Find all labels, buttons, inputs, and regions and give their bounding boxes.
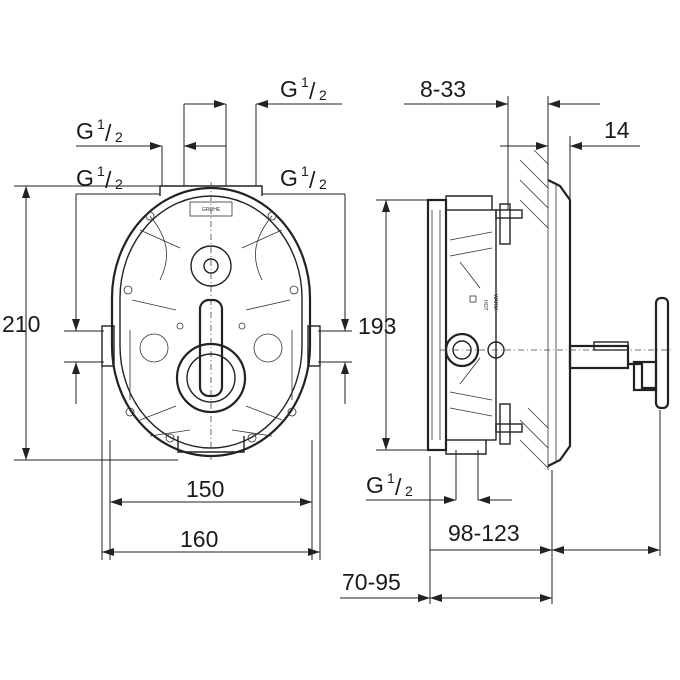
- front-view: GROHE: [101, 182, 321, 460]
- brand-plaque: [189, 201, 233, 217]
- thread-label-bottom: G 1 / 2: [366, 470, 413, 500]
- svg-text:2: 2: [319, 87, 327, 103]
- side-dimensions: 193 8-33 14 98-123: [340, 76, 661, 604]
- front-dimensions: 210 150: [2, 100, 352, 560]
- svg-text:1: 1: [97, 116, 105, 132]
- right-port: [253, 333, 283, 363]
- svg-text:/: /: [309, 78, 316, 104]
- svg-text:G: G: [280, 76, 298, 102]
- brand-label: GROHE: [202, 207, 221, 213]
- svg-text:/: /: [395, 474, 402, 500]
- svg-text:G: G: [280, 165, 298, 191]
- side-body: [426, 198, 448, 452]
- dim-210-label: 210: [2, 311, 40, 337]
- handle-neck: [628, 362, 656, 390]
- cartridge-inner: [186, 353, 236, 403]
- side-view: HOT WARM: [426, 149, 674, 470]
- svg-text:2: 2: [405, 483, 413, 499]
- hot-label: HOT: [482, 300, 488, 311]
- dim-98-123-label: 98-123: [448, 520, 520, 546]
- thread-label-left: G 1 / 2: [76, 163, 123, 193]
- internal-ribs: [123, 211, 299, 443]
- svg-text:/: /: [105, 120, 112, 146]
- side-body-frame: [445, 209, 497, 441]
- dim-70-95-label: 70-95: [342, 569, 401, 595]
- wall-section: [519, 149, 549, 470]
- svg-text:G: G: [76, 165, 94, 191]
- dim-8-33-label: 8-33: [420, 76, 466, 102]
- top-clip: [445, 195, 493, 210]
- svg-text:/: /: [309, 167, 316, 193]
- svg-text:1: 1: [301, 163, 309, 179]
- svg-text:1: 1: [97, 163, 105, 179]
- cover-plate: [547, 179, 572, 467]
- top-port-outer: [190, 245, 232, 287]
- handle-base: [568, 344, 630, 370]
- thread-label-top-right: G 1 / 2: [280, 74, 327, 104]
- svg-text:2: 2: [319, 176, 327, 192]
- top-port-inner: [203, 258, 219, 274]
- bottom-clip: [445, 440, 487, 455]
- warm-label: WARM: [492, 294, 498, 310]
- svg-text:2: 2: [115, 176, 123, 192]
- svg-text:1: 1: [301, 74, 309, 90]
- svg-text:/: /: [105, 167, 112, 193]
- side-ribs: [431, 210, 493, 440]
- left-side-boss: [101, 325, 115, 367]
- bottom-pin: [495, 423, 523, 433]
- svg-text:1: 1: [387, 470, 395, 486]
- cartridge-stem: [198, 298, 224, 398]
- top-pin: [495, 209, 523, 219]
- svg-text:2: 2: [115, 129, 123, 145]
- svg-text:G: G: [366, 472, 384, 498]
- svg-text:G: G: [76, 118, 94, 144]
- dim-160-label: 160: [180, 526, 218, 552]
- dim-14-label: 14: [604, 117, 630, 143]
- right-side-boss: [307, 325, 321, 367]
- left-port: [139, 333, 169, 363]
- handle-lever: [654, 296, 670, 410]
- thread-label-upper-left: G 1 / 2: [76, 116, 123, 146]
- dim-193-label: 193: [358, 313, 396, 339]
- dim-150-label: 150: [186, 476, 224, 502]
- thread-label-right: G 1 / 2: [280, 163, 327, 193]
- cartridge-outer: [175, 342, 247, 414]
